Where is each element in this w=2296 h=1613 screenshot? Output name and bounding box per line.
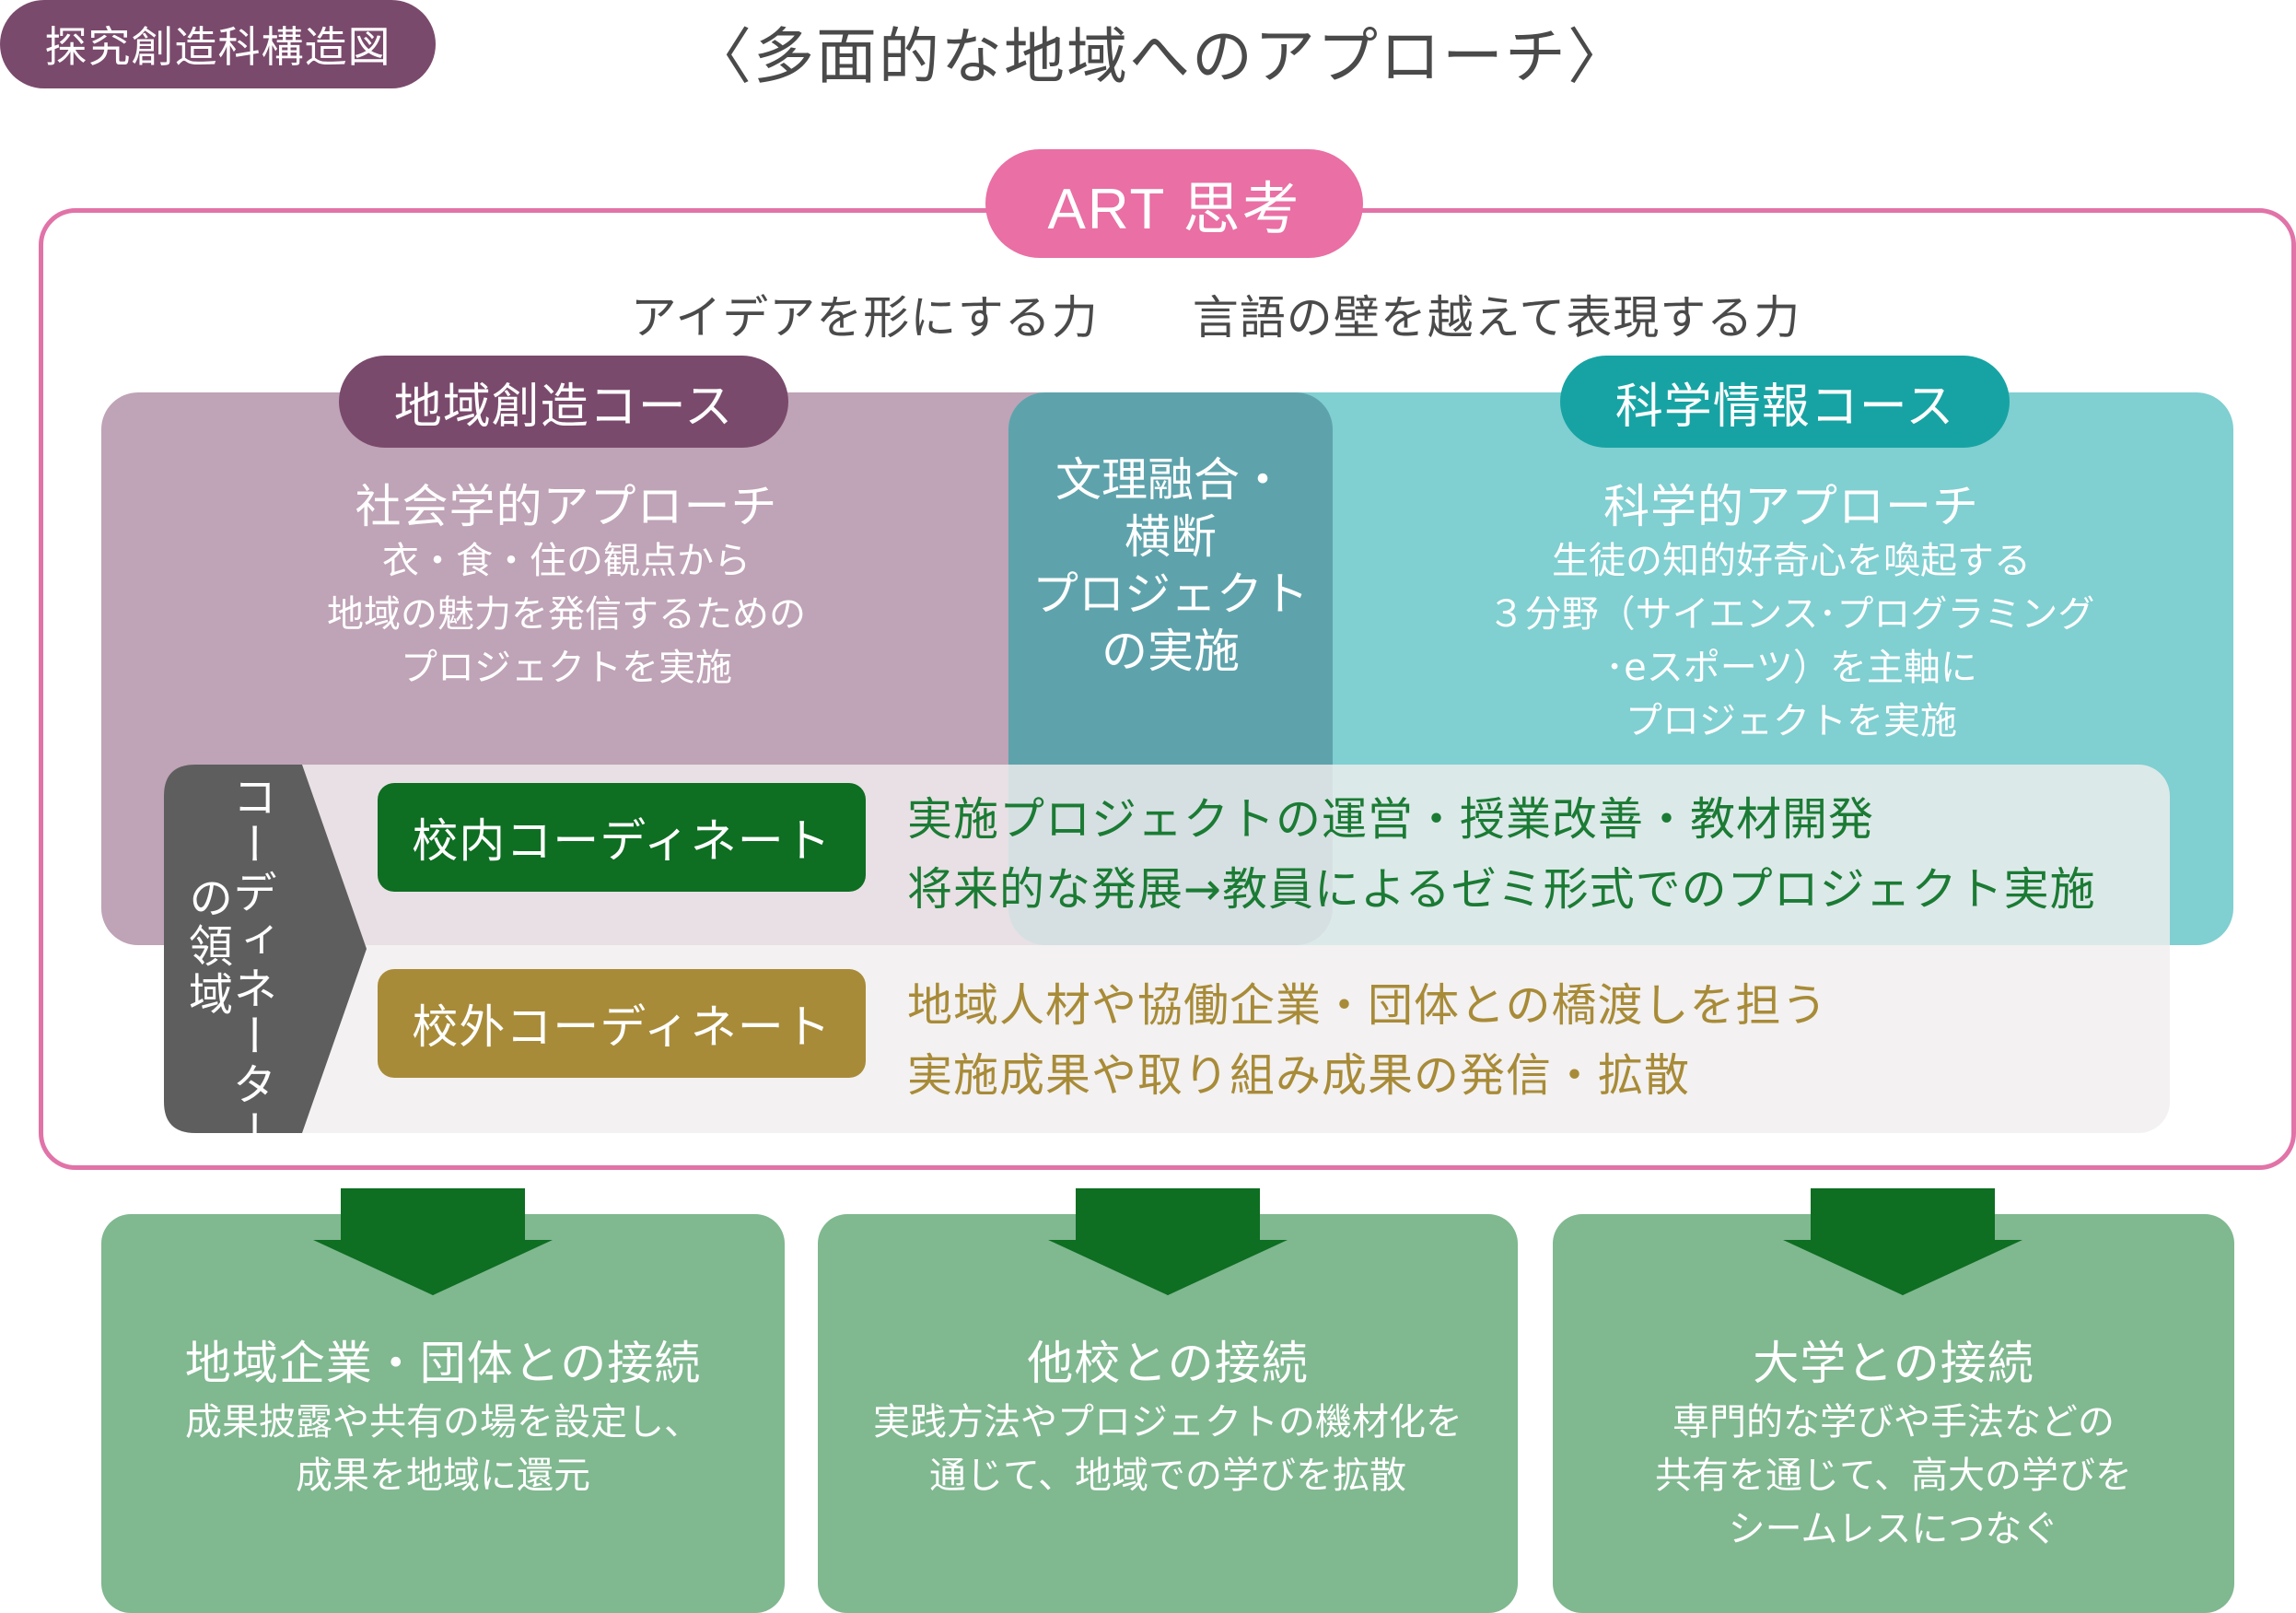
integrated-project-text: 文理融合・ 横断 プロジェクト の実施: [1008, 451, 1333, 680]
external-coordination-label: 校外コーディネート: [378, 969, 866, 1078]
down-arrow-icon: [1048, 1188, 1288, 1295]
diagram-title: 〈多面的な地域へのアプローチ〉: [691, 21, 1630, 92]
outcome-line: シームレスにつなぐ: [1728, 1508, 2059, 1550]
art-thinking-badge: ART 思考: [985, 149, 1363, 258]
external-coordination-description: 地域人材や協働企業・団体との橋渡しを担う 実施成果や取り組み成果の発信・拡散: [907, 971, 1828, 1111]
outcome-line: 成果披露や共有の場を設定し、: [185, 1401, 701, 1444]
internal-coordination-label: 校内コーディネート: [378, 783, 866, 892]
down-arrow-icon: [313, 1188, 553, 1295]
coordination-line: 将来的な発展→教員によるゼミ形式でのプロジェクト実施: [907, 863, 2096, 916]
outcome-line: 成果を地域に還元: [296, 1455, 590, 1497]
coordinator-label-line1: コーディネーター: [225, 774, 276, 1157]
overlap-line: の実施: [1101, 625, 1240, 678]
internal-coordination-description: 実施プロジェクトの運営・授業改善・教材開発 将来的な発展→教員によるゼミ形式での…: [907, 785, 2096, 925]
down-arrow-icon: [1783, 1188, 2022, 1295]
outcome-description: 成果披露や共有の場を設定し、 成果を地域に還元: [101, 1396, 785, 1502]
science-approach-heading: 科学的アプローチ: [1603, 480, 1979, 533]
description-line: 生徒の知的好奇心を喚起する: [1552, 540, 2031, 582]
outcome-title: 大学との接続: [1753, 1337, 2034, 1390]
description-line: 衣・食・住の観点から: [382, 540, 751, 582]
social-approach-description: 衣・食・住の観点から 地域の魅力を発信するための プロジェクトを実施: [101, 534, 1031, 695]
outcome-line: 共有を通じて、高大の学びを: [1655, 1455, 2132, 1497]
coordination-line: 実施成果や取り組み成果の発信・拡散: [907, 1049, 1691, 1102]
outcome-line: 通じて、地域での学びを拡散: [929, 1455, 1406, 1497]
description-line: 地域の魅力を発信するための: [327, 593, 806, 636]
overlap-line: 文理融合・: [1055, 453, 1286, 507]
science-course-badge: 科学情報コース: [1560, 356, 2010, 448]
regional-course-badge: 地域創造コース: [339, 356, 788, 448]
coordinator-label-line2: の領域: [181, 875, 232, 1019]
description-line: プロジェクトを実施: [401, 647, 732, 689]
description-line: ３分野（サイエンス･プログラミング: [1487, 593, 2095, 636]
description-line: プロジェクトを実施: [1626, 700, 1957, 742]
outcome-line: 専門的な学びや手法などの: [1672, 1401, 2115, 1444]
social-approach-heading: 社会学的アプローチ: [355, 480, 778, 533]
outcome-description: 実践方法やプロジェクトの機材化を 通じて、地域での学びを拡散: [818, 1396, 1518, 1502]
diagram-tag: 探究創造科構造図: [0, 0, 436, 88]
outcome-title: 地域企業・団体との接続: [184, 1337, 702, 1390]
coordination-line: 地域人材や協働企業・団体との橋渡しを担う: [907, 979, 1828, 1032]
description-line: ･eスポーツ）を主軸に: [1605, 647, 1977, 689]
science-approach-description: 生徒の知的好奇心を喚起する ３分野（サイエンス･プログラミング ･eスポーツ）を…: [1326, 534, 2256, 748]
coordinator-label-arrow: [164, 765, 367, 1133]
outcome-description: 専門的な学びや手法などの 共有を通じて、高大の学びを シームレスにつなぐ: [1553, 1396, 2234, 1556]
outcome-title: 他校との接続: [1027, 1337, 1309, 1390]
overlap-line: 横断: [1125, 510, 1217, 564]
outcome-line: 実践方法やプロジェクトの機材化を: [873, 1401, 1463, 1444]
coordinator-arrow-shape: [164, 765, 367, 1133]
coordination-line: 実施プロジェクトの運営・授業改善・教材開発: [907, 793, 1875, 846]
overlap-line: プロジェクト: [1032, 567, 1309, 621]
art-subtitle: アイデアを形にする力 言語の壁を越えて表現する力: [630, 291, 1801, 345]
